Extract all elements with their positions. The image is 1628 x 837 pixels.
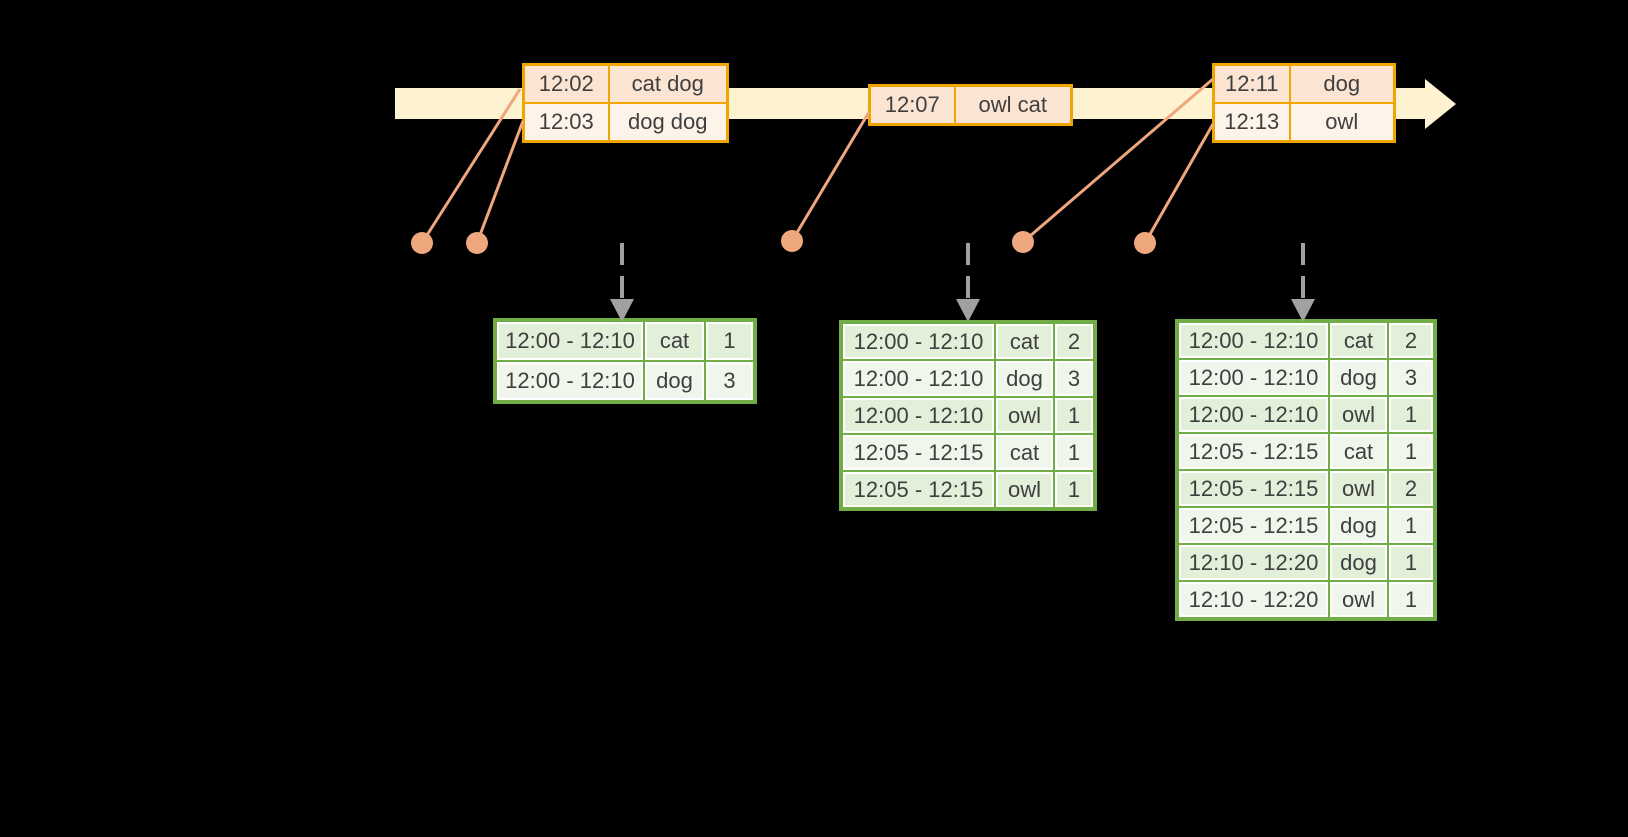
table-cell: dog (1328, 358, 1389, 397)
trigger-down-arrow-icon (610, 243, 634, 322)
table-cell: cat (1328, 432, 1389, 471)
table-cell: dog (1288, 63, 1396, 104)
table-cell: dog dog (607, 102, 729, 143)
table-cell: 12:05 - 12:15 (840, 470, 996, 510)
table-cell: 3 (704, 360, 756, 403)
table-cell: 12:05 - 12:15 (840, 433, 996, 472)
table-cell: 1 (1387, 395, 1436, 434)
event-dot (781, 230, 803, 252)
table-cell: 12:13 (1212, 102, 1291, 143)
table-cell: owl (1288, 102, 1396, 143)
table-cell: owl (1328, 395, 1389, 434)
table-cell: cat (1328, 320, 1389, 360)
table-cell: 12:00 - 12:10 (840, 321, 996, 361)
event-dot (1012, 231, 1034, 253)
table-cell: dog (994, 359, 1055, 398)
table-cell: dog (643, 360, 706, 403)
table-cell: 12:05 - 12:15 (1176, 506, 1330, 545)
event-dot (466, 232, 488, 254)
event-connector-line (475, 120, 525, 244)
table-cell: cat (643, 319, 706, 362)
table-cell: dog (1328, 543, 1389, 582)
table-cell: 3 (1387, 358, 1436, 397)
table-cell: 1 (1053, 396, 1096, 435)
table-cell: owl (994, 396, 1055, 435)
table-cell: 1 (1387, 543, 1436, 582)
table-cell: owl (1328, 580, 1389, 620)
event-dot (411, 232, 433, 254)
table-cell: 12:10 - 12:20 (1176, 580, 1330, 620)
event-connector-line (1143, 123, 1215, 244)
table-cell: 1 (704, 319, 756, 362)
table-cell: 1 (1387, 506, 1436, 545)
table-cell: 12:00 - 12:10 (494, 360, 645, 403)
table-cell: 12:10 - 12:20 (1176, 543, 1330, 582)
trigger-down-arrow-icon (1291, 243, 1315, 322)
table-cell: cat (994, 433, 1055, 472)
table-cell: 12:00 - 12:10 (1176, 358, 1330, 397)
event-connector-line (790, 111, 871, 242)
table-cell: owl (1328, 469, 1389, 508)
table-cell: 2 (1387, 469, 1436, 508)
table-cell: cat dog (607, 63, 729, 104)
table-cell: 2 (1053, 321, 1096, 361)
table-cell: 12:03 (522, 102, 610, 143)
event-dot (1134, 232, 1156, 254)
table-cell: 12:00 - 12:10 (494, 319, 645, 362)
table-cell: 12:00 - 12:10 (1176, 320, 1330, 360)
table-cell: 12:00 - 12:10 (840, 359, 996, 398)
table-cell: 3 (1053, 359, 1096, 398)
timeline-arrowhead-icon (1425, 79, 1456, 129)
table-cell: 12:00 - 12:10 (840, 396, 996, 435)
table-cell: 1 (1387, 432, 1436, 471)
table-cell: 1 (1387, 580, 1436, 620)
table-cell: 1 (1053, 433, 1096, 472)
table-cell: owl (994, 470, 1055, 510)
table-cell: 2 (1387, 320, 1436, 360)
event-connector-line (1022, 77, 1214, 244)
table-cell: 12:07 (868, 84, 956, 126)
table-cell: 1 (1053, 470, 1096, 510)
table-cell: 12:00 - 12:10 (1176, 395, 1330, 434)
table-cell: owl cat (953, 84, 1073, 126)
table-cell: 12:05 - 12:15 (1176, 469, 1330, 508)
table-cell: 12:11 (1212, 63, 1291, 104)
trigger-down-arrow-icon (956, 243, 980, 322)
table-cell: 12:02 (522, 63, 610, 104)
event-connector-line (420, 88, 522, 244)
table-cell: dog (1328, 506, 1389, 545)
table-cell: 12:05 - 12:15 (1176, 432, 1330, 471)
table-cell: cat (994, 321, 1055, 361)
